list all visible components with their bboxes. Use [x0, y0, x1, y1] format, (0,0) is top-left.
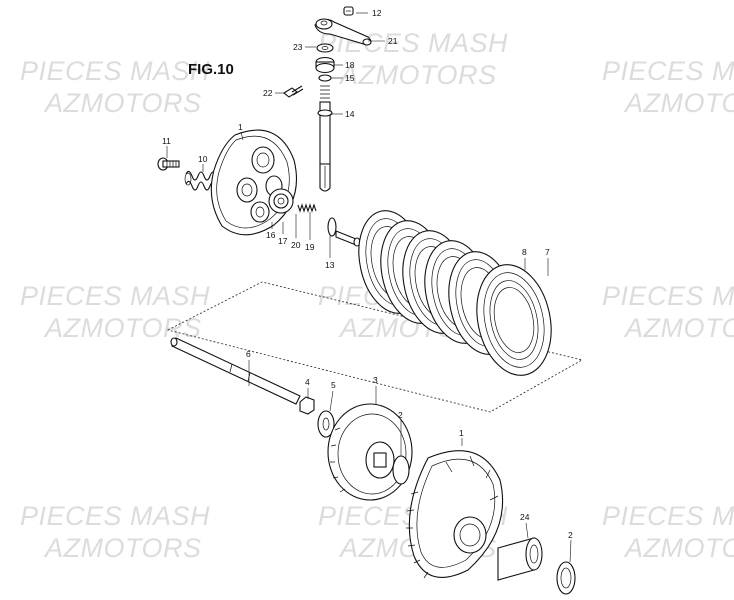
callout-8: 8: [522, 247, 527, 257]
callout-2-end-washer: 2: [568, 530, 573, 540]
watermark-azmotors: AZMOTORS: [338, 60, 497, 90]
callout-6: 6: [246, 349, 251, 359]
callout-7: 7: [545, 247, 550, 257]
callout-4: 4: [305, 377, 310, 387]
thrust-washer: [392, 455, 410, 485]
callout-14: 14: [345, 109, 355, 119]
clutch-hub: [327, 403, 413, 501]
callout-18: 18: [345, 60, 355, 70]
callout-19: 19: [305, 242, 315, 252]
watermark-azmotors: AZMOTORS: [623, 88, 734, 118]
clutch-plate-stack: [358, 210, 552, 376]
clutch-housing: [406, 450, 504, 579]
watermark-pieces-mash: PIECES MASH: [602, 281, 734, 311]
callout-24: 24: [520, 512, 530, 522]
leader-lines: [166, 12, 572, 563]
callout-17: 17: [278, 236, 288, 246]
watermark-pieces-mash: PIECES MASH: [602, 56, 734, 86]
callout-3: 3: [373, 375, 378, 385]
callout-15: 15: [345, 73, 355, 83]
callout-1-pressure-plate: 1: [238, 122, 243, 132]
callout-1-clutch-housing: 1: [459, 428, 464, 438]
callout-16: 16: [266, 230, 276, 240]
watermark-azmotors: AZMOTORS: [623, 313, 734, 343]
watermark-pieces-mash: PIECES MASH: [20, 56, 210, 86]
figure-label: FIG.10: [188, 61, 234, 78]
callout-20: 20: [291, 240, 301, 250]
callout-21: 21: [388, 36, 398, 46]
watermark-pieces-mash: PIECES MASH: [602, 501, 734, 531]
callout-23: 23: [293, 42, 303, 52]
watermark-azmotors: AZMOTORS: [43, 88, 202, 118]
watermark-azmotors: AZMOTORS: [623, 533, 734, 563]
callout-10: 10: [198, 154, 208, 164]
callout-5: 5: [331, 380, 336, 390]
clutch-lifter-assembly: [283, 6, 372, 192]
callout-22: 22: [263, 88, 273, 98]
callout-2-thrust-washer: 2: [398, 410, 403, 420]
bushing-and-washer: [497, 537, 576, 595]
callout-layer: 12 23 21 18 15 22 14 11 1 10 16 17 20 19…: [162, 8, 573, 540]
callout-12: 12: [372, 8, 382, 18]
pressure-plate-assembly: [157, 129, 361, 247]
watermark-pieces-mash: PIECES MASH: [20, 501, 210, 531]
callout-11: 11: [162, 136, 171, 146]
callout-13: 13: [325, 260, 335, 270]
watermark-azmotors: AZMOTORS: [43, 533, 202, 563]
mainshaft-assembly: [170, 337, 335, 438]
watermark-pieces-mash: PIECES MASH: [20, 281, 210, 311]
